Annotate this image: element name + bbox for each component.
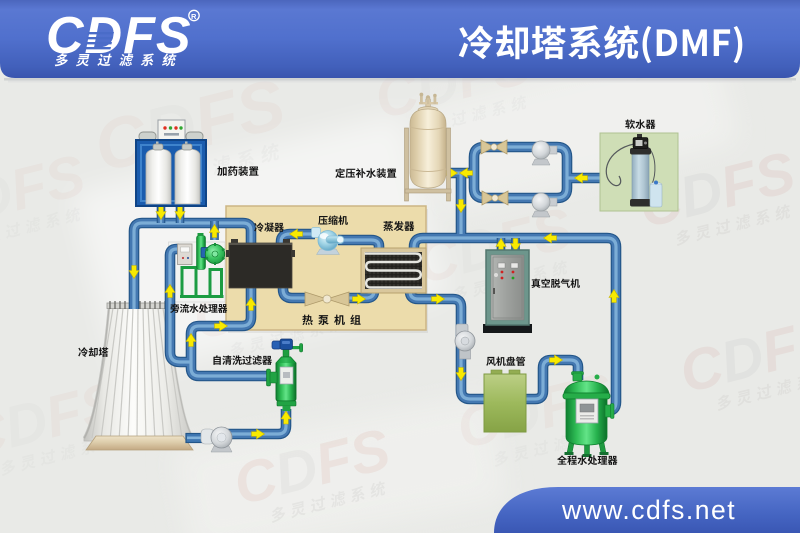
svg-text:www.cdfs.net: www.cdfs.net [561, 495, 736, 525]
svg-text:R: R [191, 12, 197, 21]
